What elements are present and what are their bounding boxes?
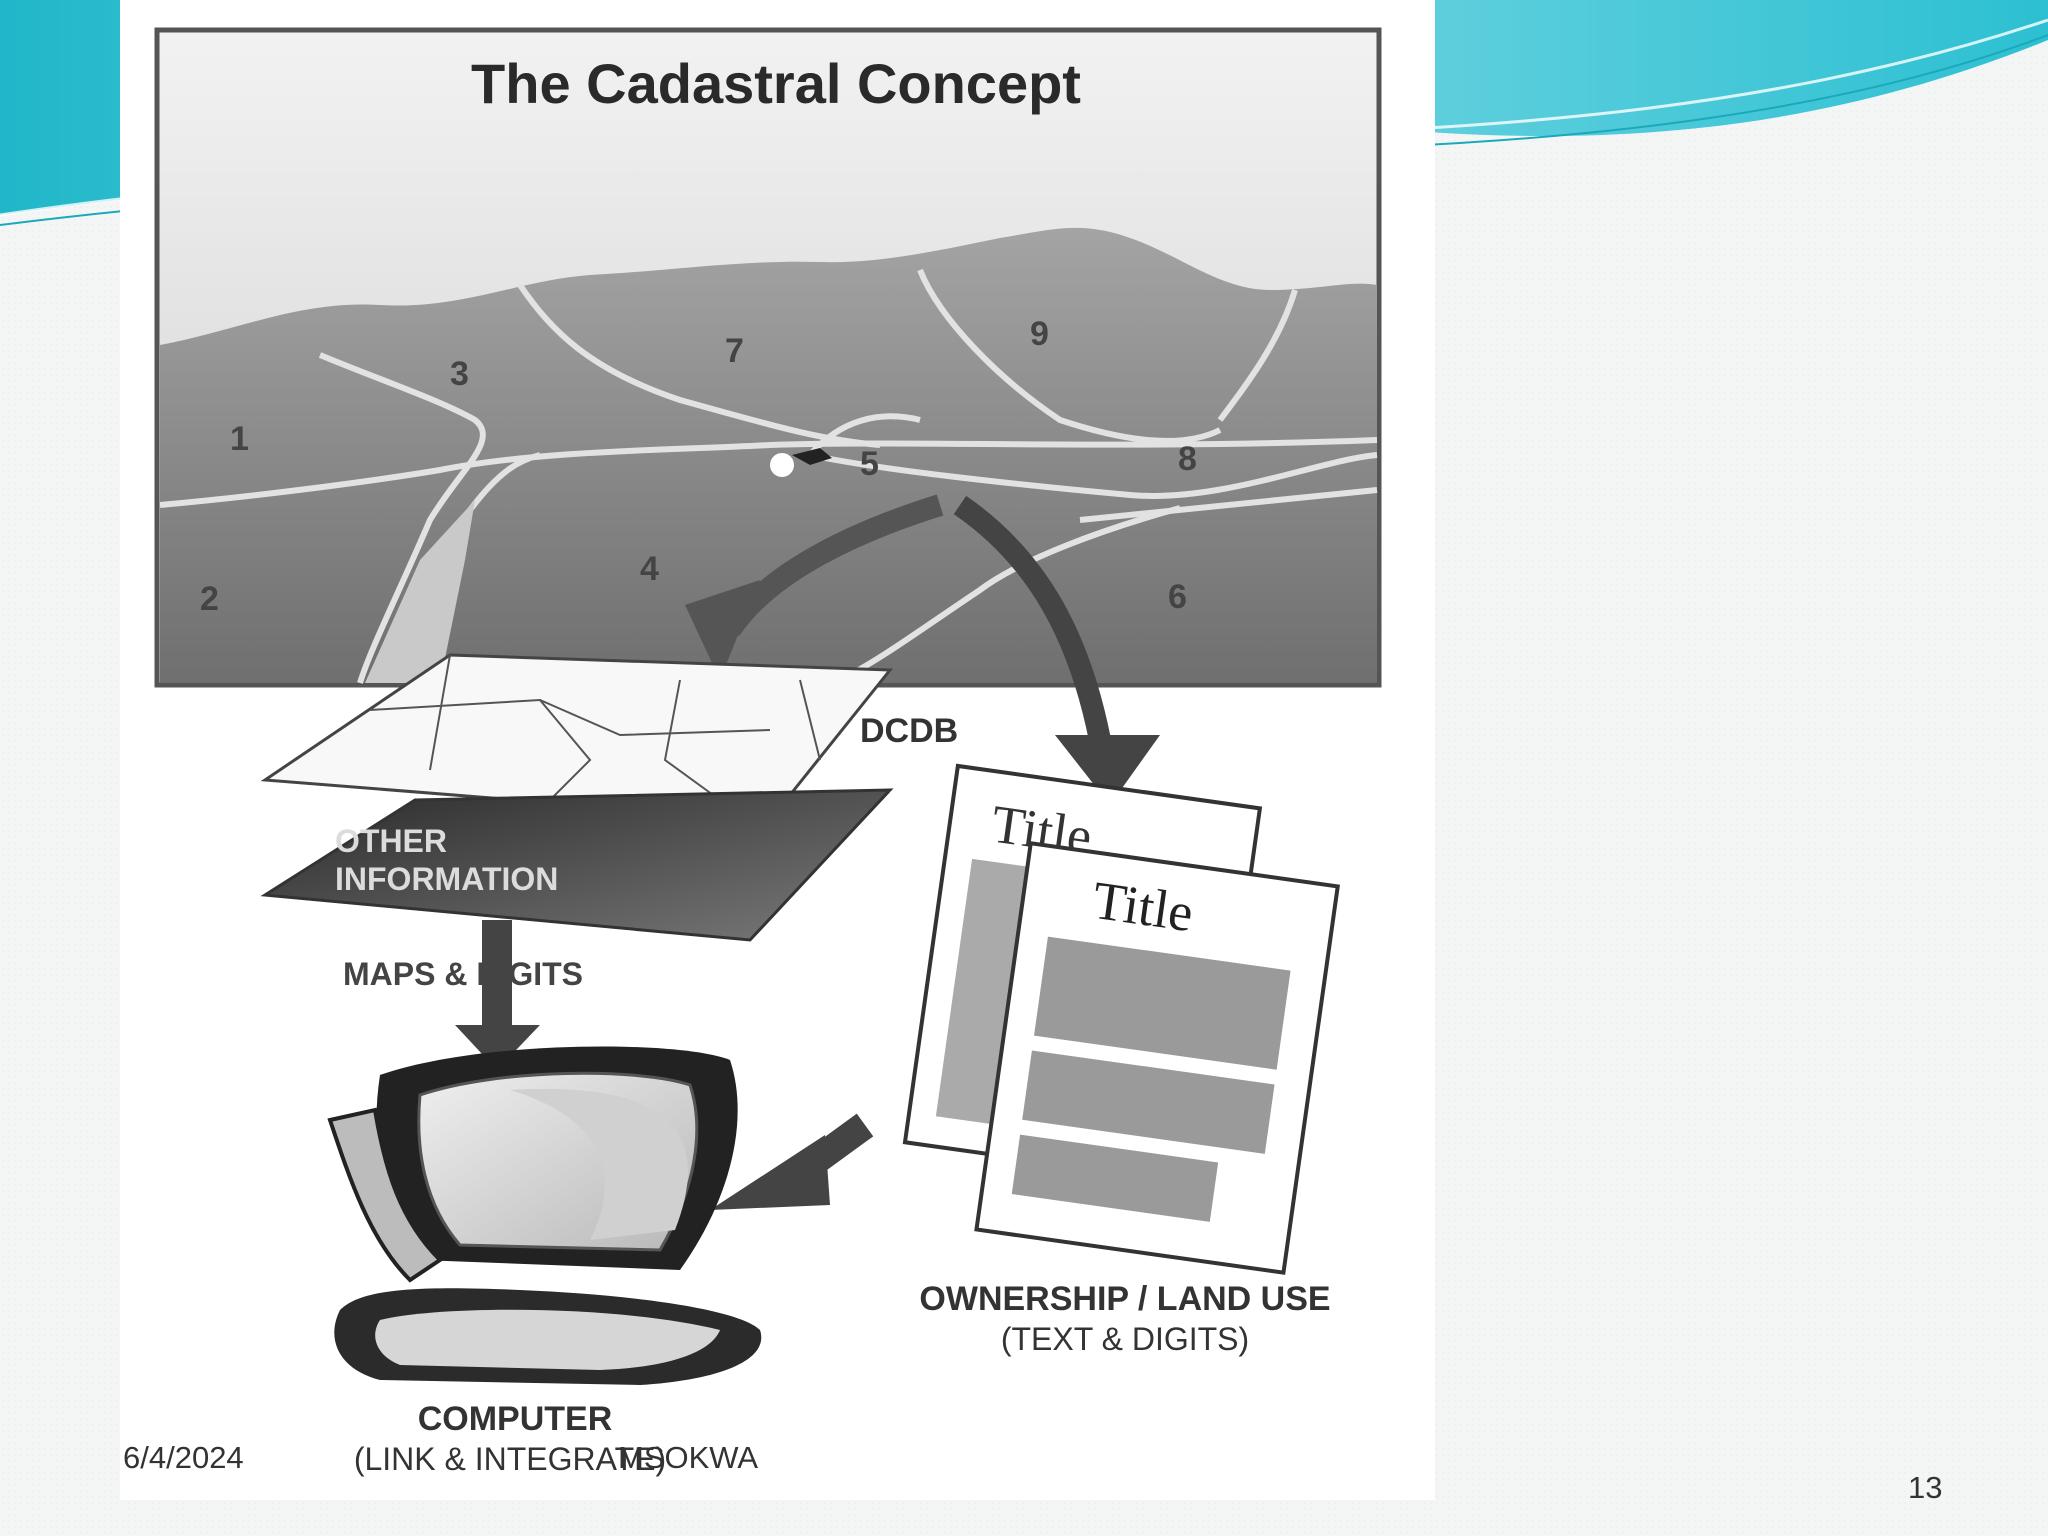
ownership-line1: OWNERSHIP / LAND USE: [919, 1280, 1330, 1318]
arrow-to-title: [953, 495, 1111, 743]
footer-author: MSOKWA: [618, 1440, 759, 1475]
cadastral-diagram: The Cadastral Concept 1 2 3 4 5 6 7 8 9: [154, 27, 1382, 1477]
parcel-numbers: 1 2 3 4 5 6 7 8 9: [200, 315, 1197, 618]
parcel-label-6: 6: [1168, 578, 1187, 616]
computer-icon: [327, 1046, 762, 1385]
parcel-boundaries: [159, 268, 1378, 684]
dcdb-label: DCDB: [860, 712, 958, 750]
parcel-label-7: 7: [725, 332, 744, 370]
other-information-layer: [260, 788, 894, 942]
dcdb-parcel-lines: [369, 654, 821, 801]
parcel-label-9: 9: [1030, 315, 1049, 353]
parcel-label-3: 3: [450, 355, 469, 393]
other-info-line2: INFORMATION: [335, 861, 558, 897]
parcel-label-4: 4: [640, 550, 659, 588]
computer-line2: (LINK & INTEGRATE): [354, 1441, 666, 1477]
ownership-line2: (TEXT & DIGITS): [1001, 1321, 1249, 1357]
road: [365, 500, 475, 683]
svg-text:Title: Title: [1089, 870, 1196, 943]
other-info-line1: OTHER: [335, 823, 447, 859]
maps-digits-label: MAPS & DIGITS: [343, 956, 583, 992]
house-icon: [770, 448, 832, 477]
parcel-label-5: 5: [860, 445, 879, 483]
parcel-label-1: 1: [230, 420, 249, 458]
maps-arrow-shaft: [482, 920, 512, 1040]
maps-arrow-head: [455, 1025, 540, 1070]
computer-line1: COMPUTER: [418, 1400, 613, 1438]
parcel-label-8: 8: [1178, 440, 1197, 478]
cadastral-concept-figure: The Cadastral Concept 1 2 3 4 5 6 7 8 9: [120, 0, 1435, 1500]
slide-number: 13: [1908, 1470, 1943, 1505]
diagram-title: The Cadastral Concept: [471, 52, 1081, 115]
footer-date: 6/4/2024: [123, 1440, 244, 1475]
document-text-lines: [1011, 936, 1291, 1222]
land-area: [160, 227, 1377, 683]
parcel-label-2: 2: [200, 580, 219, 618]
title-document-front: Title: [974, 841, 1340, 1275]
